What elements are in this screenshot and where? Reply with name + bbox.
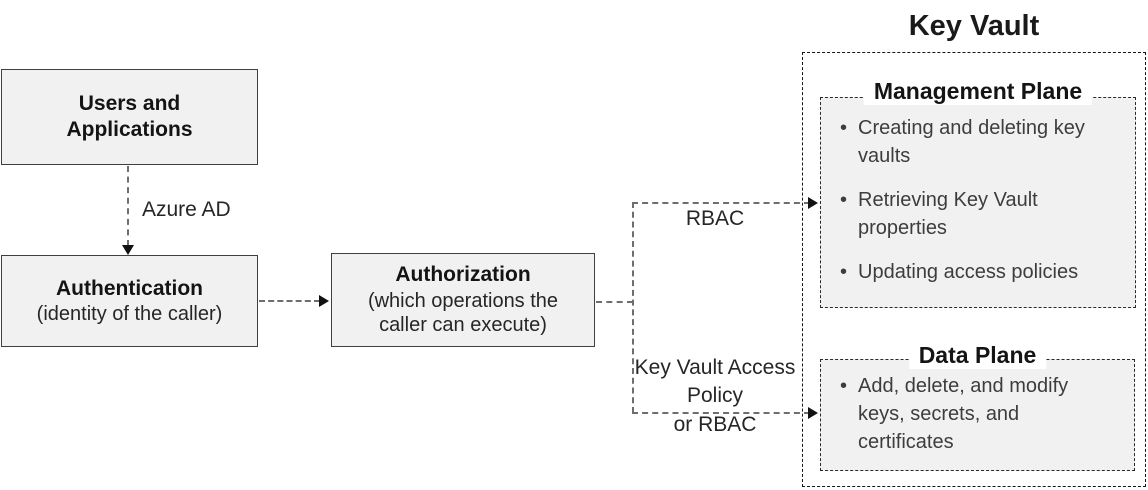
management-plane-bullet-item: Creating and deleting key vaults [837,114,1101,170]
authorization-subtitle: (which operations the caller can execute… [367,289,559,337]
azure-ad-edge-label: Azure AD [142,198,231,221]
authentication-to-authorization-connector [259,300,320,302]
users-and-applications-label: Users and Applications [66,92,193,141]
access-policy-edge-label-line1: Key Vault Access Policy [634,356,796,408]
users-to-authentication-arrowhead-icon [122,245,134,255]
management-plane-title: Management Plane [863,78,1093,105]
rbac-to-management-plane-connector [632,202,810,204]
authorization-fork-stub-connector [596,301,633,303]
management-plane-bullet-item: Updating access policies [837,258,1101,286]
management-plane-bullet-list: Creating and deleting key vaultsRetrievi… [821,98,1135,286]
data-plane-box: Data Plane Add, delete, and modify keys,… [820,342,1135,471]
data-plane-bullet-list: Add, delete, and modify keys, secrets, a… [821,360,1134,456]
rbac-to-management-plane-arrowhead-icon [808,197,818,209]
users-to-authentication-connector [127,166,129,246]
access-policy-edge-label-line2: or RBAC [673,412,757,436]
authorization-box: Authorization (which operations the call… [331,253,595,347]
data-plane-bullet-item: Add, delete, and modify keys, secrets, a… [837,372,1090,456]
rbac-edge-label: RBAC [685,207,745,230]
authentication-title: Authentication [56,276,203,300]
data-plane-title: Data Plane [908,342,1047,369]
access-policy-to-data-plane-arrowhead-icon [808,407,818,419]
authentication-subtitle: (identity of the caller) [36,303,223,326]
access-policy-edge-label: Key Vault Access Policy or RBAC [631,354,799,439]
key-vault-container [802,52,1146,487]
authentication-box: Authentication (identity of the caller) [1,255,258,347]
fork-vertical-connector [632,202,634,413]
users-and-applications-box: Users and Applications [1,69,258,165]
management-plane-bullet-item: Retrieving Key Vault properties [837,186,1101,242]
authorization-title: Authorization [395,263,531,287]
access-policy-to-data-plane-connector [632,412,810,414]
management-plane-box: Management Plane Creating and deleting k… [820,78,1136,308]
key-vault-title: Key Vault [908,10,1040,42]
authentication-to-authorization-arrowhead-icon [319,295,329,307]
